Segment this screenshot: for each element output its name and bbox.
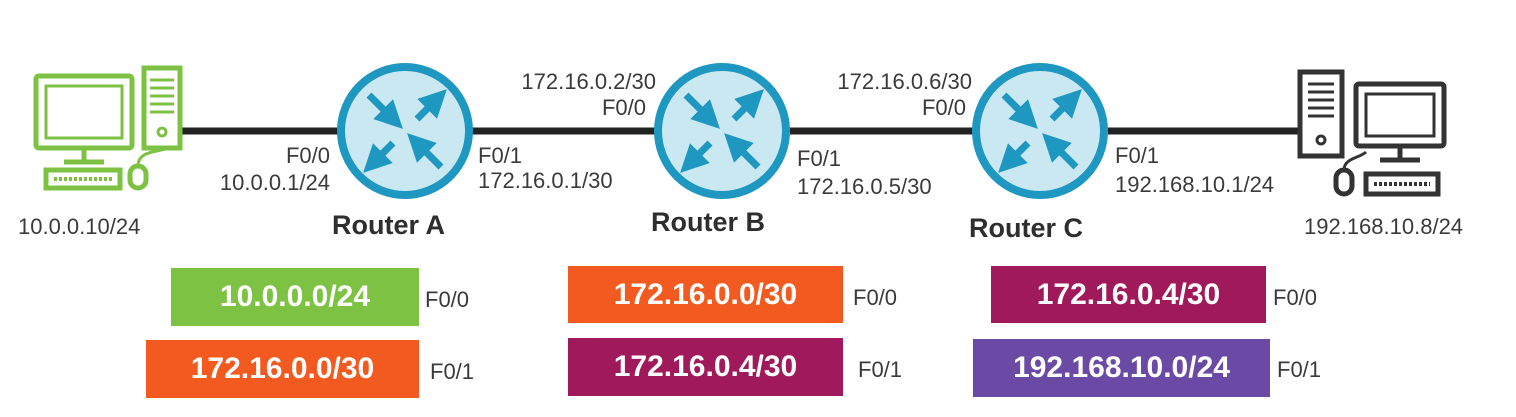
router-c-icon <box>972 63 1108 199</box>
route-b-0-network: 172.16.0.0/30 <box>568 266 843 323</box>
router-a-f00-port: F0/0 <box>285 143 330 168</box>
left-computer-icon <box>33 65 183 191</box>
router-b-f00-port: F0/0 <box>601 95 646 120</box>
router-b-f00-ip: 172.16.0.2/30 <box>521 69 656 94</box>
router-a-f00-ip: 10.0.0.1/24 <box>219 170 330 195</box>
router-a-f01-port: F0/1 <box>478 143 523 168</box>
route-a-0-network: 10.0.0.0/24 <box>171 268 419 326</box>
route-c-1-iface: F0/1 <box>1277 357 1322 382</box>
route-c-0-network: 172.16.0.4/30 <box>991 266 1266 323</box>
router-b-icon <box>654 63 790 199</box>
route-b-1-iface: F0/1 <box>858 357 903 382</box>
router-b-f01-ip: 172.16.0.5/30 <box>797 174 932 199</box>
right-host-ip: 192.168.10.8/24 <box>1304 214 1464 239</box>
router-c-f01-port: F0/1 <box>1115 143 1160 168</box>
route-a-1-iface: F0/1 <box>430 359 475 384</box>
router-b-f01-port: F0/1 <box>797 146 842 171</box>
route-b-1-network: 172.16.0.4/30 <box>568 338 843 396</box>
route-c-0-iface: F0/0 <box>1273 285 1318 310</box>
left-host-ip: 10.0.0.10/24 <box>18 214 141 239</box>
right-computer-icon <box>1297 69 1447 197</box>
router-c-name: Router C <box>969 213 1083 243</box>
route-b-0-iface: F0/0 <box>853 285 898 310</box>
router-c-f00-ip: 172.16.0.6/30 <box>837 69 972 94</box>
route-a-0-iface: F0/0 <box>425 287 470 312</box>
router-c-f01-ip: 192.168.10.1/24 <box>1115 172 1275 197</box>
router-a-name: Router A <box>332 210 445 240</box>
router-c-f00-port: F0/0 <box>921 95 966 120</box>
route-a-1-network: 172.16.0.0/30 <box>146 340 419 398</box>
router-b-name: Router B <box>651 207 765 237</box>
router-a-f01-ip: 172.16.0.1/30 <box>478 168 613 193</box>
route-c-1-network: 192.168.10.0/24 <box>973 339 1270 397</box>
router-a-icon <box>337 63 473 199</box>
